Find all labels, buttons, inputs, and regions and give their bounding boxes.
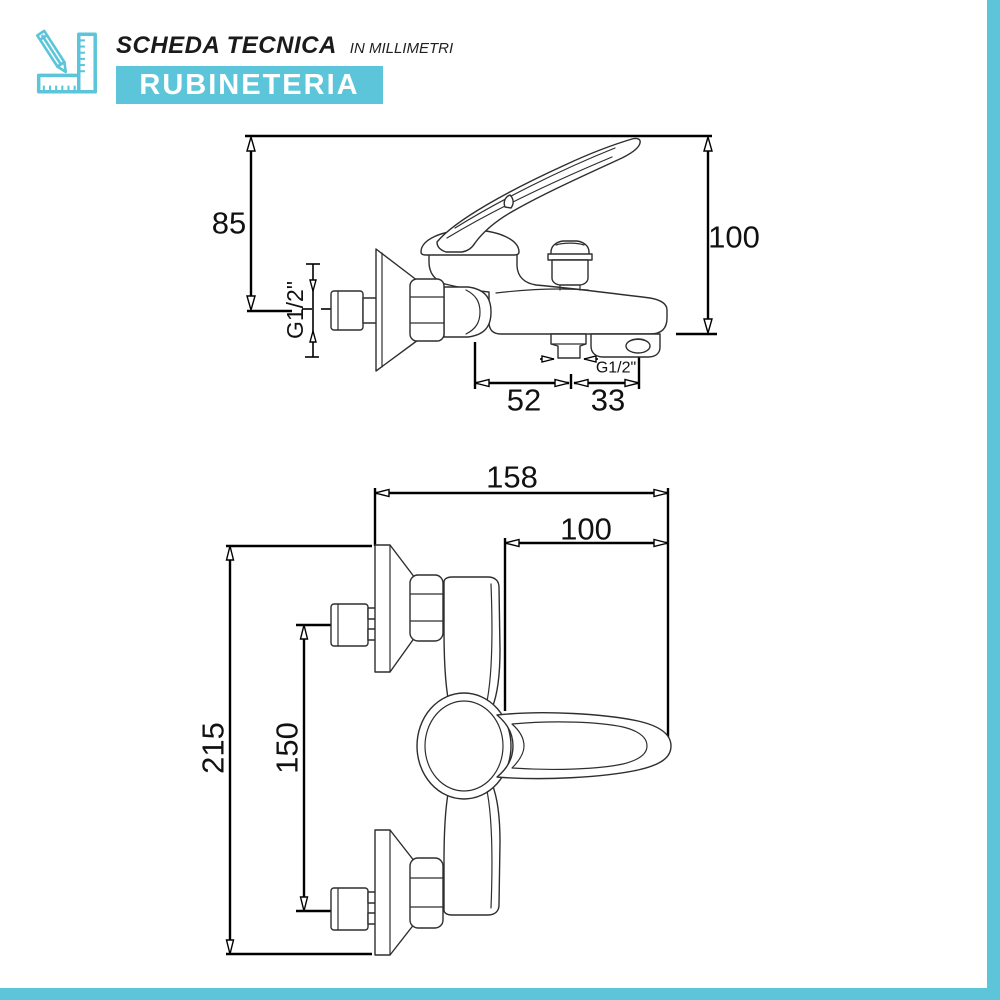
- accent-border-bottom: [0, 988, 1000, 1000]
- category-badge: RUBINETERIA: [116, 66, 383, 104]
- hex-nut: [409, 278, 445, 342]
- lower-wall-flange: [374, 829, 416, 956]
- dim-52-label: 52: [507, 383, 541, 418]
- upper-hex-nut: [409, 574, 444, 642]
- side-view-faucet: [330, 137, 668, 372]
- side-view-arrowheads: [246, 134, 713, 388]
- dim-100-top-label: 100: [560, 512, 612, 547]
- port-thread-label: G1/2": [596, 360, 636, 377]
- dim-85-label: 85: [212, 206, 246, 241]
- shower-outlet-port: [550, 333, 587, 359]
- pencil-ruler-icon: [35, 29, 97, 94]
- upper-eccentric-fitting: [330, 603, 379, 647]
- inlet-pipe: [330, 290, 378, 331]
- dim-100-label: 100: [708, 220, 760, 255]
- dim-158-label: 158: [486, 460, 538, 495]
- header: SCHEDA TECNICA IN MILLIMETRI RUBINETERIA: [30, 26, 453, 104]
- header-titles: SCHEDA TECNICA IN MILLIMETRI RUBINETERIA: [116, 26, 453, 104]
- mixer-handle-top: [496, 712, 672, 780]
- sheet-units-note: IN MILLIMETRI: [349, 40, 454, 57]
- sheet-title: SCHEDA TECNICA: [116, 32, 337, 59]
- diverter-knob: [547, 240, 593, 291]
- pencil-glyph: [35, 29, 68, 74]
- top-view-dimension-lines: [226, 488, 670, 956]
- body-upper-tube: [443, 576, 501, 709]
- body-lower-tube: [443, 783, 501, 916]
- dim-33-label: 33: [591, 383, 625, 418]
- top-view-faucet: [330, 544, 672, 956]
- dim-215-label: 215: [196, 722, 231, 774]
- inlet-thread-label: G1/2": [282, 281, 308, 339]
- dim-150-label: 150: [270, 722, 305, 774]
- aerator: [590, 333, 661, 358]
- top-view-arrowheads: [225, 488, 669, 955]
- mixer-handle: [420, 137, 641, 256]
- upper-wall-flange: [374, 544, 416, 673]
- eccentric-union: [443, 286, 492, 338]
- lower-hex-nut: [409, 857, 444, 929]
- ruler-vertical-leg: [77, 32, 97, 94]
- cartridge-dome: [416, 692, 512, 800]
- side-view-dimension-lines: [245, 134, 717, 389]
- top-view-drawing: 158 100 215 150: [196, 460, 672, 956]
- lower-eccentric-fitting: [330, 887, 379, 931]
- side-view-drawing: 85 100 G1/2" G1/2" 52 33: [212, 134, 760, 418]
- accent-border-right: [987, 0, 1000, 1000]
- ruler-ticks: [42, 39, 85, 92]
